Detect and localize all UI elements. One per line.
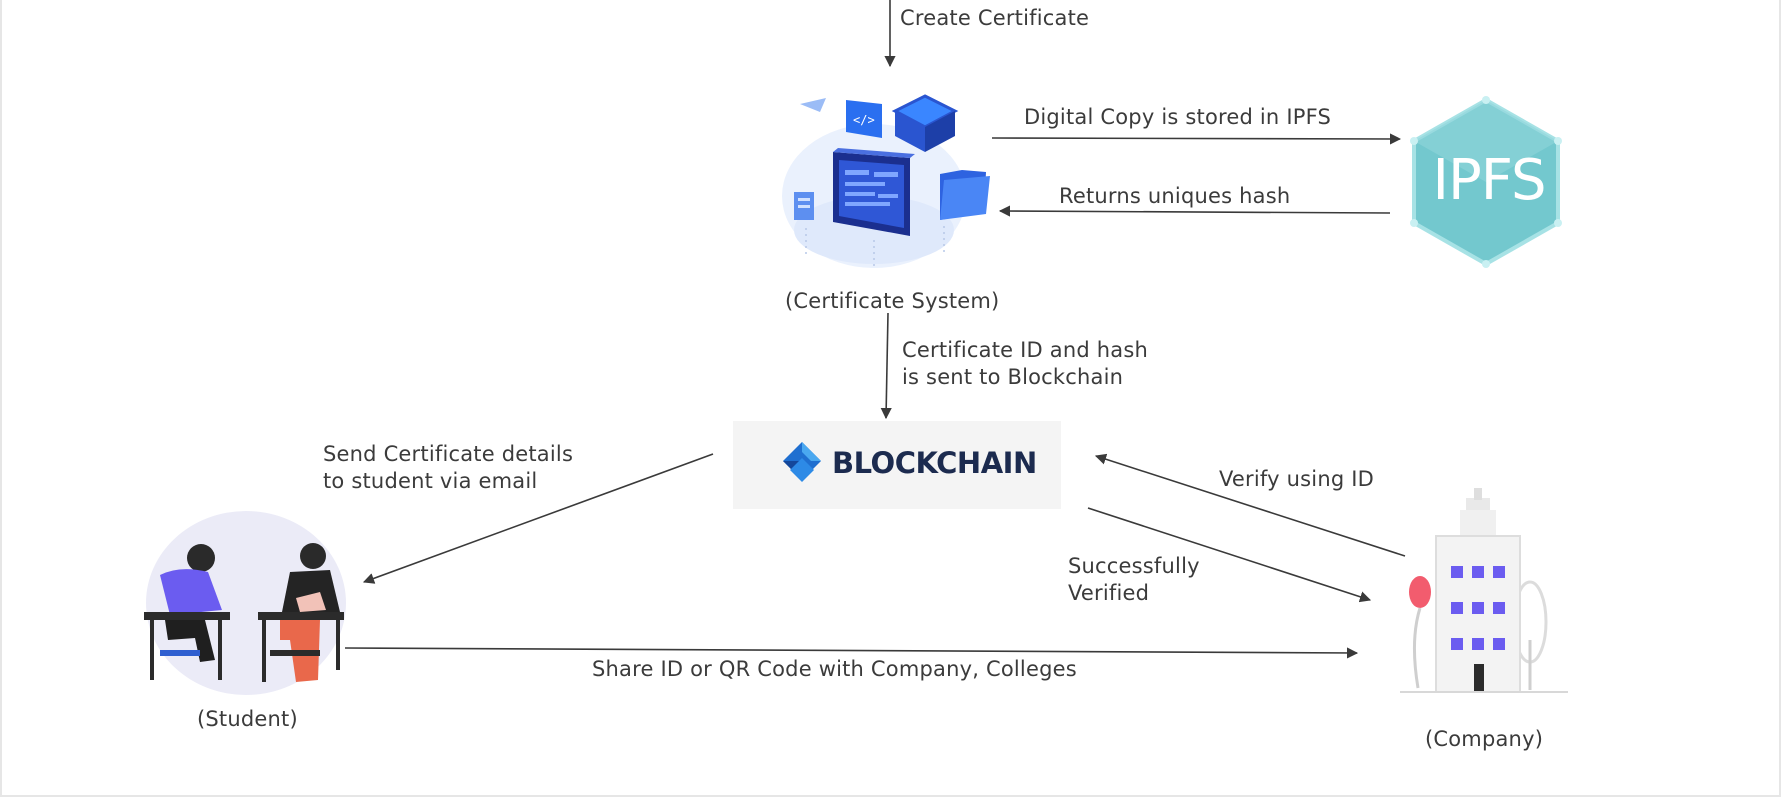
blockchain-logo-text: BLOCKCHAIN	[832, 446, 1037, 480]
ipfs-logo-text: IPFS	[1432, 148, 1546, 213]
label-success-line1: Successfully	[1068, 554, 1200, 578]
label-id-hash-line2: is sent to Blockchain	[902, 365, 1124, 389]
label-digital-copy: Digital Copy is stored in IPFS	[1024, 105, 1332, 129]
label-verify-using-id: Verify using ID	[1219, 467, 1375, 491]
label-share-id: Share ID or QR Code with Company, Colleg…	[592, 657, 1077, 681]
arrow-to-blockchain	[880, 312, 892, 420]
label-certificate-system: (Certificate System)	[785, 289, 1000, 313]
label-company: (Company)	[1425, 727, 1544, 751]
label-create-certificate: Create Certificate	[900, 6, 1090, 30]
label-send-details-line2: to student via email	[323, 469, 538, 493]
label-returns-hash: Returns uniques hash	[1059, 184, 1291, 208]
label-success-line2: Verified	[1068, 581, 1150, 605]
arrow-share-id	[344, 647, 1359, 659]
label-id-hash-line1: Certificate ID and hash	[902, 338, 1149, 362]
arrow-verify-id	[1094, 453, 1406, 557]
arrow-from-ipfs	[998, 205, 1391, 217]
svg-text:</>: </>	[853, 113, 875, 127]
arrow-to-ipfs	[991, 133, 1402, 145]
arrow-verified	[1087, 507, 1372, 603]
label-send-details-line1: Send Certificate details	[323, 442, 574, 466]
arrow-to-student	[362, 453, 714, 584]
label-student: (Student)	[197, 707, 298, 731]
